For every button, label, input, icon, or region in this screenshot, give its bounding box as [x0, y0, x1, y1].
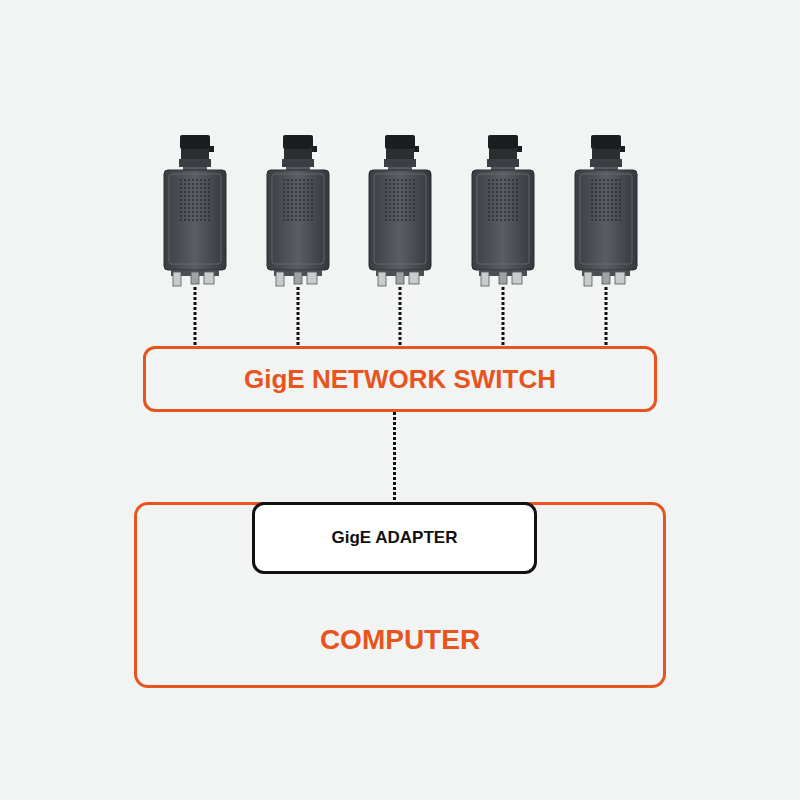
- device-box: GigE NETWORK SWITCH: [143, 346, 657, 412]
- adapter-box: GigE ADAPTER: [252, 502, 537, 574]
- node-label: GigE NETWORK SWITCH: [244, 359, 556, 399]
- node-label: COMPUTER: [137, 620, 663, 660]
- node-label: GigE ADAPTER: [332, 518, 458, 558]
- device-box: COMPUTER GigE ADAPTER: [134, 502, 666, 688]
- camera-cable: [195, 287, 606, 346]
- network-cable: [393, 412, 396, 502]
